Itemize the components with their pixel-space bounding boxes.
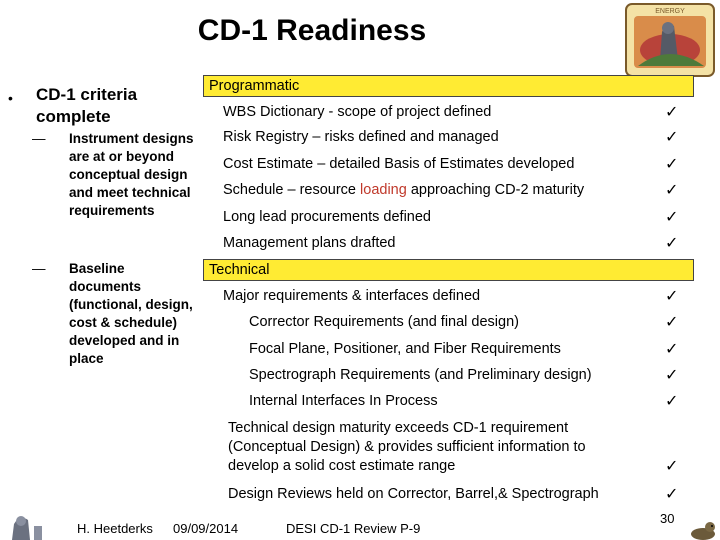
check-icon: ✓ bbox=[665, 104, 679, 121]
energy-logo: ENERGY bbox=[625, 3, 715, 77]
check-icon: ✓ bbox=[665, 209, 679, 226]
row-text: Focal Plane, Positioner, and Fiber Requi… bbox=[249, 341, 561, 357]
row-text: Technical design maturity exceeds CD-1 r… bbox=[228, 420, 569, 436]
sub-item-text: Instrument designs are at or beyond conc… bbox=[69, 131, 194, 218]
row-text: (Conceptual Design) & provides sufficien… bbox=[228, 439, 586, 455]
row-text: Internal Interfaces In Process bbox=[249, 393, 438, 409]
footer-author: H. Heetderks bbox=[77, 521, 153, 536]
bullet-icon: • bbox=[8, 90, 13, 106]
check-icon: ✓ bbox=[665, 182, 679, 199]
row-text: Cost Estimate – detailed Basis of Estima… bbox=[223, 156, 575, 172]
check-icon: ✓ bbox=[665, 393, 679, 410]
row-text: Risk Registry – risks defined and manage… bbox=[223, 129, 499, 145]
check-icon: ✓ bbox=[665, 341, 679, 358]
technical-header: Technical bbox=[203, 259, 694, 281]
check-icon: ✓ bbox=[665, 235, 679, 252]
footer-event: DESI CD-1 Review P-9 bbox=[286, 521, 421, 536]
row-text: Spectrograph Requirements (and Prelimina… bbox=[249, 367, 592, 383]
row-text: WBS Dictionary - scope of project define… bbox=[223, 104, 492, 120]
telescope-icon bbox=[12, 516, 42, 540]
row-text: Corrector Requirements (and final design… bbox=[249, 314, 519, 330]
row-text: Major requirements & interfaces defined bbox=[223, 288, 481, 304]
svg-text:ENERGY: ENERGY bbox=[655, 8, 685, 15]
check-icon: ✓ bbox=[665, 486, 679, 503]
check-icon: ✓ bbox=[665, 129, 679, 146]
row-text: Long lead procurements defined bbox=[223, 209, 431, 225]
page-number: 30 bbox=[660, 511, 675, 526]
check-icon: ✓ bbox=[665, 288, 679, 305]
check-icon: ✓ bbox=[665, 367, 679, 384]
row-text: Schedule – resource loading approaching … bbox=[223, 182, 585, 198]
check-icon: ✓ bbox=[665, 156, 679, 173]
dash-icon: — bbox=[32, 261, 46, 276]
row-text: Management plans drafted bbox=[223, 235, 396, 251]
creature-icon bbox=[691, 522, 715, 540]
dash-icon: — bbox=[32, 131, 46, 146]
programmatic-header: Programmatic bbox=[203, 75, 694, 97]
criteria-heading: CD-1 criteria complete bbox=[36, 85, 138, 126]
sub-item-text: Baseline documents (functional, design, … bbox=[69, 261, 193, 366]
check-icon: ✓ bbox=[665, 314, 679, 331]
row-text: Design Reviews held on Corrector, Barrel… bbox=[228, 486, 599, 502]
row-text: develop a solid cost estimate range bbox=[228, 458, 456, 474]
footer-date: 09/09/2014 bbox=[173, 521, 239, 536]
slide-title: CD-1 Readiness bbox=[197, 14, 427, 47]
check-icon: ✓ bbox=[665, 458, 679, 475]
sub-item: — Instrument designs are at or beyond co… bbox=[32, 130, 198, 220]
sub-item: — Baseline documents (functional, design… bbox=[32, 260, 198, 368]
